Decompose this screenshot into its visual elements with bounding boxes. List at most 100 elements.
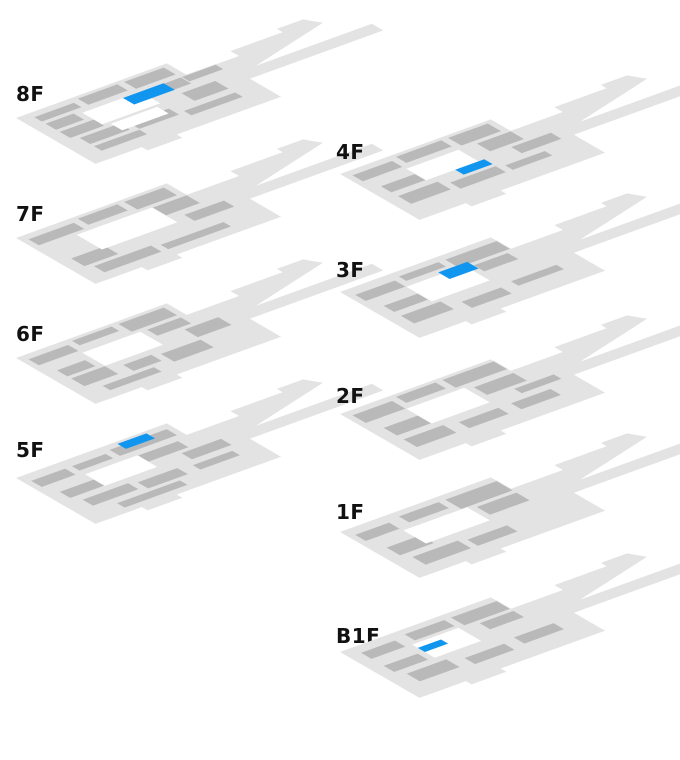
shop-unit [350, 400, 408, 424]
floor-label-4f: 4F [336, 140, 365, 164]
shop-unit [381, 652, 430, 673]
atrium [406, 149, 479, 181]
shop-unit [471, 252, 521, 273]
shop-unit [135, 467, 190, 490]
shop-unit [179, 63, 226, 83]
floor-footprint [340, 193, 680, 338]
floor-label-8f: 8F [16, 82, 45, 106]
shop-unit [158, 338, 216, 363]
shop-unit [509, 131, 564, 155]
floor-footprint [340, 75, 680, 220]
floor-plan-1f [340, 433, 680, 578]
shop-unit [440, 360, 509, 389]
shop-unit [69, 365, 121, 388]
floor-plan-6f [16, 259, 384, 404]
highlighted-location[interactable] [438, 261, 479, 279]
floor-map-b1f[interactable] [338, 553, 680, 726]
shop-unit [145, 316, 194, 337]
floor-map-5f[interactable] [14, 379, 384, 552]
atrium [406, 265, 490, 302]
shop-unit [446, 122, 503, 147]
highlighted-location[interactable] [455, 159, 493, 175]
floor-label-3f: 3F [336, 258, 365, 282]
shop-unit [449, 600, 512, 627]
shop-unit [121, 353, 164, 372]
atrium [110, 106, 169, 131]
shop-unit [115, 479, 190, 509]
shop-unit [69, 453, 116, 472]
shop-unit [100, 366, 164, 392]
shop-unit [410, 539, 473, 566]
floor-map-8f[interactable] [14, 19, 384, 192]
floor-map-4f[interactable] [338, 75, 680, 248]
shop-unit [182, 91, 245, 117]
shop-unit [43, 112, 86, 131]
shop-unit [503, 150, 555, 171]
floor-footprint [340, 553, 680, 698]
shop-unit [77, 122, 132, 145]
floor-plan-7f [16, 139, 384, 284]
atrium [76, 207, 178, 250]
floor-plan-4f [340, 75, 680, 220]
shop-unit [396, 180, 453, 205]
shop-unit [158, 221, 233, 251]
shop-unit [70, 325, 122, 347]
shop-unit [26, 344, 81, 367]
shop-unit [394, 381, 448, 404]
floor-map-3f[interactable] [338, 193, 680, 366]
shop-unit [359, 639, 408, 660]
floor-map-1f[interactable] [338, 433, 680, 606]
shop-unit [396, 501, 451, 524]
shop-unit [443, 240, 512, 269]
shop-unit [353, 521, 402, 542]
floor-plan-3f [340, 193, 680, 338]
floor-map-6f[interactable] [14, 259, 384, 432]
floor-label-6f: 6F [16, 322, 45, 346]
floor-map-7f[interactable] [14, 139, 384, 312]
shop-unit [398, 300, 456, 325]
shop-unit [456, 406, 511, 430]
shop-unit [122, 66, 178, 90]
highlighted-location[interactable] [117, 433, 155, 449]
shop-unit [92, 128, 149, 152]
shop-unit [353, 279, 408, 302]
shop-unit [448, 165, 508, 190]
atrium [82, 331, 163, 366]
highlighted-location[interactable] [122, 83, 175, 105]
shop-unit [474, 491, 532, 516]
floor-label-1f: 1F [336, 500, 365, 524]
shop-unit [32, 101, 84, 123]
shop-unit [26, 221, 87, 247]
shop-unit [509, 388, 563, 411]
shop-unit [69, 245, 121, 268]
highlighted-location[interactable] [417, 639, 449, 653]
shop-unit [396, 261, 448, 282]
floor-plan-2f [340, 315, 680, 460]
shop-unit [459, 286, 514, 309]
shop-unit [122, 186, 179, 211]
shop-unit [512, 373, 564, 395]
shop-unit [75, 203, 130, 226]
shop-unit [462, 642, 517, 665]
shop-unit [477, 610, 526, 631]
shop-unit [92, 244, 164, 274]
shop-unit [379, 173, 428, 194]
shop-unit [381, 292, 430, 313]
atrium [85, 455, 158, 486]
atrium [403, 507, 490, 544]
atrium [406, 387, 490, 424]
floor-label-2f: 2F [336, 384, 365, 408]
floor-plan-8f [16, 19, 384, 164]
shop-unit [182, 316, 234, 339]
shop-unit [350, 160, 405, 183]
shop-unit [182, 199, 237, 222]
shop-unit [29, 467, 78, 488]
shop-unit [471, 372, 529, 396]
shop-unit [190, 449, 242, 471]
floor-label-7f: 7F [16, 202, 45, 226]
shop-unit [80, 482, 141, 507]
shop-unit [55, 359, 98, 378]
floor-map-2f[interactable] [338, 315, 680, 488]
shop-unit [116, 306, 179, 333]
shop-unit [474, 130, 526, 153]
